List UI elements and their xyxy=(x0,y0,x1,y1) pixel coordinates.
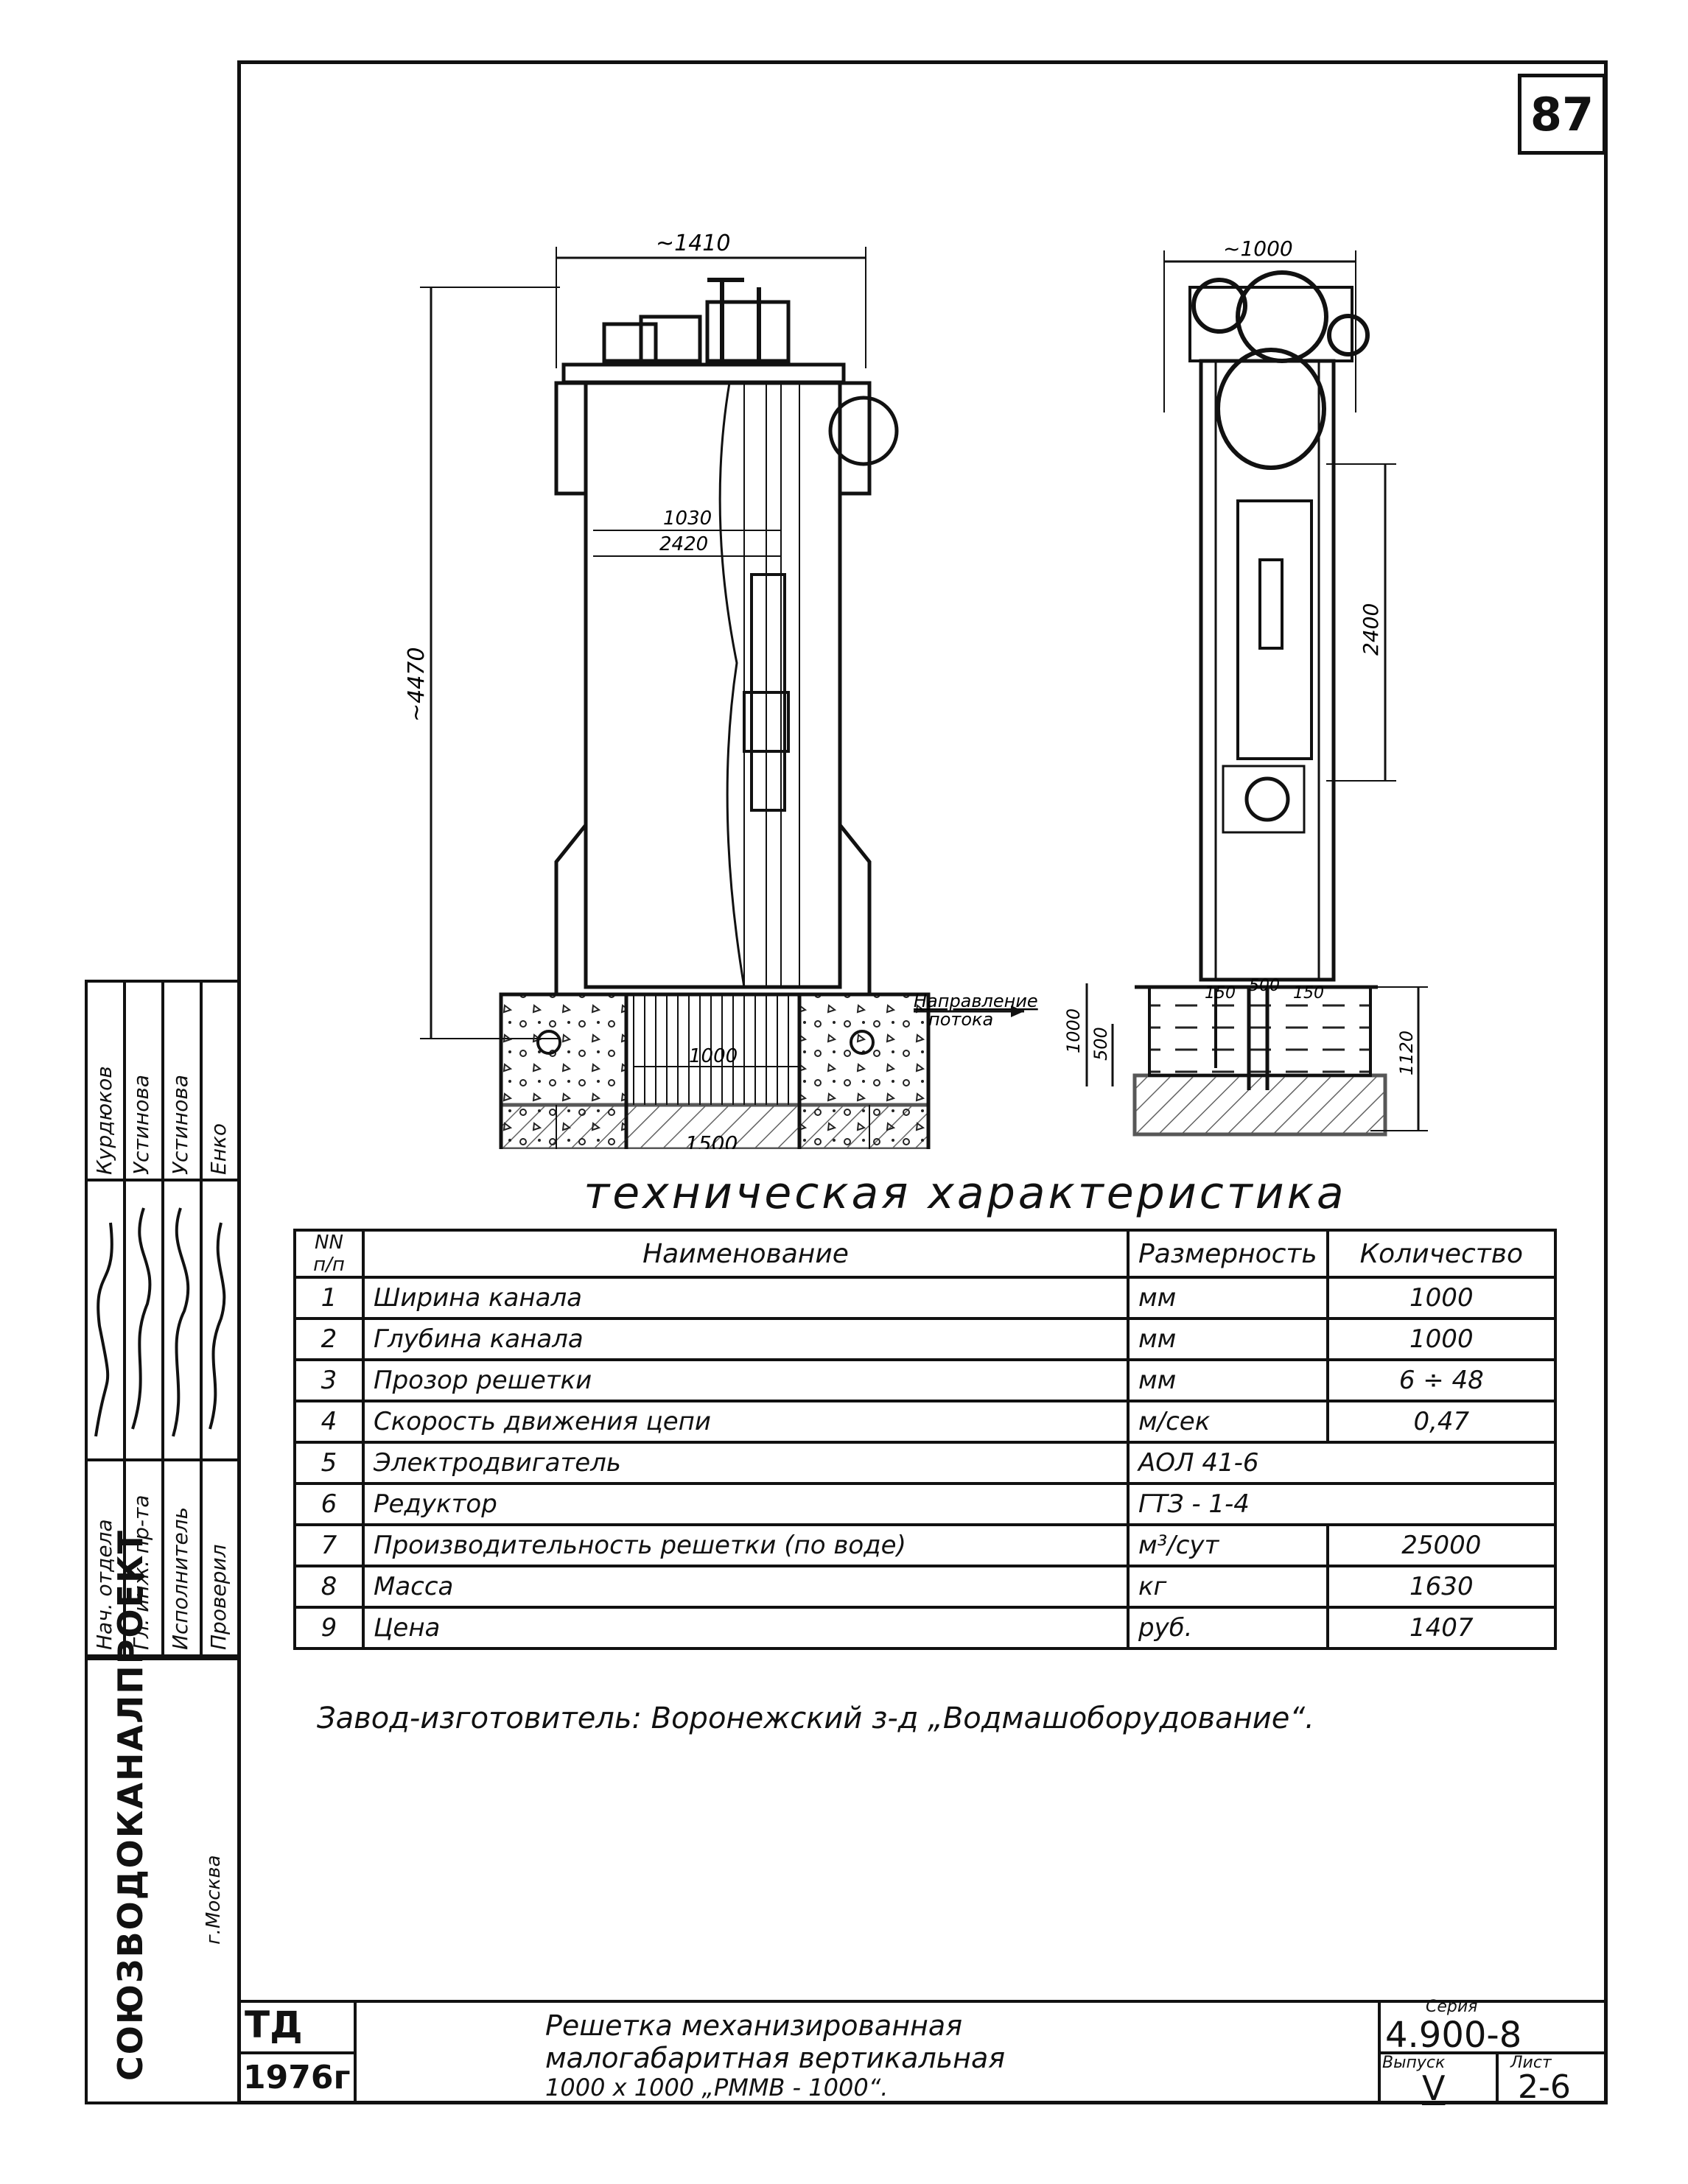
dim-side-left-2: 500 xyxy=(1090,1027,1111,1061)
td-label: ТД xyxy=(245,2004,303,2046)
name-2: Устинова xyxy=(129,1074,153,1175)
role-3: Исполнитель xyxy=(168,1506,192,1650)
technical-drawing: ~1410 ~4470 1030 2420 xyxy=(404,231,1428,1149)
cell-unit: мм xyxy=(1127,1358,1329,1402)
cell-unit: руб. xyxy=(1127,1606,1329,1650)
issue-value: V xyxy=(1422,2068,1446,2108)
dim-front-channel: 1000 xyxy=(689,1045,738,1067)
table-row: 8 Масса кг 1630 xyxy=(293,1565,1558,1609)
dim-front-inner-2: 2420 xyxy=(659,533,708,555)
cell-qty: 1000 xyxy=(1325,1276,1558,1320)
cell-name: Электродвигатель xyxy=(362,1441,1130,1485)
table-title: техническая характеристика xyxy=(584,1168,1347,1219)
cell-name: Прозор решетки xyxy=(362,1358,1130,1402)
cell-num: 6 xyxy=(293,1482,365,1526)
header-unit: Размерность xyxy=(1127,1229,1329,1279)
spec-table: NN п/п Наименование Размерность Количест… xyxy=(293,1229,1558,1650)
dim-side-b: 500 xyxy=(1249,977,1280,995)
cell-name: Масса xyxy=(362,1565,1130,1609)
cell-qty: 1407 xyxy=(1325,1606,1558,1650)
desc-line-1: Решетка механизированная xyxy=(545,2009,963,2042)
header-name: Наименование xyxy=(362,1229,1130,1279)
signature-grid xyxy=(85,980,241,1657)
org-name: СОЮЗВОДОКАНАЛПРОЕКТ xyxy=(111,1528,150,2081)
cell-num: 8 xyxy=(293,1565,365,1609)
dim-side-c: 150 xyxy=(1293,984,1324,1003)
dim-side-height: 2400 xyxy=(1359,603,1383,656)
dim-front-width: ~1410 xyxy=(656,231,730,256)
city: г.Москва xyxy=(203,1855,225,1945)
sheet-label: Лист xyxy=(1510,2054,1552,2072)
name-1: Курдюков xyxy=(92,1066,116,1175)
cell-unit: АОЛ 41-6 xyxy=(1127,1441,1557,1485)
table-row: 1 Ширина канала мм 1000 xyxy=(293,1276,1558,1320)
desc-line-2: малогабаритная вертикальная xyxy=(545,2042,1006,2074)
cell-num: 1 xyxy=(293,1276,365,1320)
cell-name: Редуктор xyxy=(362,1482,1130,1526)
sheet-number: 87 xyxy=(1518,74,1606,155)
dim-side-right: 1120 xyxy=(1396,1030,1417,1075)
cell-qty: 6 ÷ 48 xyxy=(1325,1358,1558,1402)
flow-label-2: потока xyxy=(928,1009,993,1030)
table-row: 4 Скорость движения цепи м/сек 0,47 xyxy=(293,1400,1558,1444)
desc-line-3: 1000 x 1000 „РММВ - 1000“. xyxy=(545,2074,889,2102)
cell-name: Ширина канала xyxy=(362,1276,1130,1320)
cell-num: 4 xyxy=(293,1400,365,1444)
cell-num: 2 xyxy=(293,1317,365,1361)
cell-qty: 1000 xyxy=(1325,1317,1558,1361)
table-row: 9 Цена руб. 1407 xyxy=(293,1606,1558,1650)
cell-num: 5 xyxy=(293,1441,365,1485)
manufacturer-note: Завод-изготовитель: Воронежский з-д „Вод… xyxy=(317,1702,1314,1735)
dim-side-width: ~1000 xyxy=(1223,236,1293,261)
table-row: 5 Электродвигатель АОЛ 41-6 xyxy=(293,1441,1557,1485)
dim-front-base: 1500 xyxy=(685,1131,738,1149)
cell-qty: 25000 xyxy=(1325,1523,1558,1567)
name-4: Енко xyxy=(206,1123,231,1175)
cell-num: 7 xyxy=(293,1523,365,1567)
dim-front-inner-1: 1030 xyxy=(663,508,712,530)
year-label: 1976г xyxy=(243,2059,351,2096)
sheet-value: 2-6 xyxy=(1518,2068,1571,2106)
header-qty: Количество xyxy=(1325,1229,1558,1279)
cell-unit: м/сек xyxy=(1127,1400,1329,1444)
cell-num: 9 xyxy=(293,1606,365,1650)
cell-unit: м³/сут xyxy=(1127,1523,1329,1567)
cell-num: 3 xyxy=(293,1358,365,1402)
front-view: ~1410 ~4470 1030 2420 xyxy=(404,231,1038,1149)
cell-name: Цена xyxy=(362,1606,1130,1650)
dim-side-left-1: 1000 xyxy=(1063,1008,1084,1053)
cell-name: Глубина канала xyxy=(362,1317,1130,1361)
cell-name: Производительность решетки (по воде) xyxy=(362,1523,1130,1567)
org-block xyxy=(85,1657,241,2104)
signatures xyxy=(94,1207,226,1437)
cell-unit: мм xyxy=(1127,1317,1329,1361)
side-view: ~1000 2400 150 500 150 1000 50 xyxy=(1063,236,1428,1137)
dim-side-a: 150 xyxy=(1205,984,1236,1003)
header-num: NN п/п xyxy=(293,1229,365,1279)
cell-name: Скорость движения цепи xyxy=(362,1400,1130,1444)
table-row: 7 Производительность решетки (по воде) м… xyxy=(293,1523,1558,1567)
cell-unit: кг xyxy=(1127,1565,1329,1609)
dim-front-height: ~4470 xyxy=(404,647,430,722)
cell-qty: 1630 xyxy=(1325,1565,1558,1609)
cell-unit: мм xyxy=(1127,1276,1329,1320)
series-value: 4.900-8 xyxy=(1385,2015,1522,2056)
cell-unit: ГТЗ - 1-4 xyxy=(1127,1482,1557,1526)
role-4: Проверил xyxy=(206,1544,231,1650)
series-label: Серия xyxy=(1426,1998,1478,2016)
name-3: Устинова xyxy=(168,1074,192,1175)
issue-label: Выпуск xyxy=(1382,2054,1446,2072)
table-row: 3 Прозор решетки мм 6 ÷ 48 xyxy=(293,1358,1558,1402)
table-header-row: NN п/п Наименование Размерность Количест… xyxy=(293,1229,1558,1279)
table-row: 6 Редуктор ГТЗ - 1-4 xyxy=(293,1482,1557,1526)
cell-qty: 0,47 xyxy=(1325,1400,1558,1444)
table-row: 2 Глубина канала мм 1000 xyxy=(293,1317,1558,1361)
flow-label-1: Направление xyxy=(914,991,1038,1011)
